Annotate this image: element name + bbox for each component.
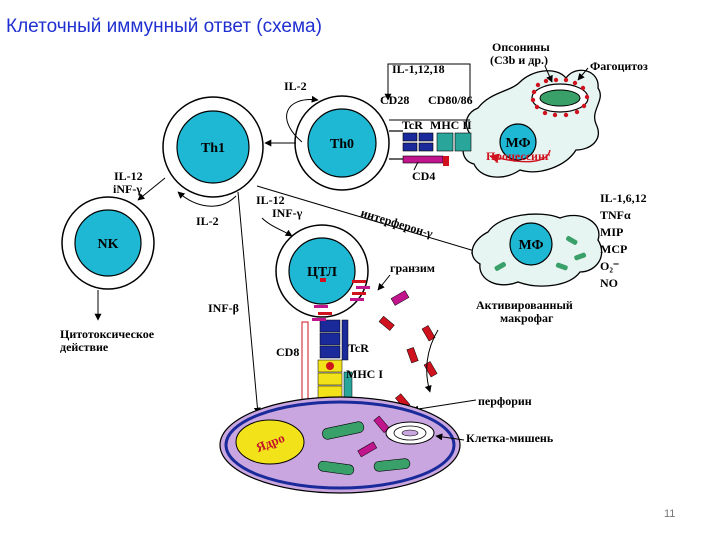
il-2-top-label: IL-2: [284, 79, 307, 93]
ctl-cell: ЦТЛ: [275, 224, 369, 318]
cytotoxic-label-2: действие: [60, 340, 109, 354]
il-1-6-12-label: IL-1,6,12: [600, 191, 647, 205]
mf-top-label: МФ: [505, 136, 530, 151]
processing-arrow: [489, 149, 551, 163]
mcp-label: MCP: [600, 242, 627, 256]
il-12-left-label: IL-12: [114, 169, 143, 183]
th1-cell: Th1: [162, 96, 264, 198]
macrophage-top-nucleus: [499, 123, 537, 161]
processing-label: Процессинг: [486, 149, 551, 163]
target-cell: Ядро: [219, 396, 461, 494]
cd80-86-label: CD80/86: [428, 93, 473, 107]
th1-label: Th1: [201, 141, 225, 156]
il-2-mid-arrow: [177, 191, 237, 207]
perforin-label: перфорин: [478, 394, 532, 408]
mip-label: MIP: [600, 225, 623, 239]
tcr-bottom-label: TcR: [348, 341, 369, 355]
nk-label: NK: [98, 237, 119, 252]
slide-number: 11: [664, 508, 676, 520]
inf-gamma-left-label: iNF-γ: [113, 182, 142, 196]
ctl-receptor-complex: [301, 319, 353, 409]
cd28-label: CD28: [380, 93, 409, 107]
activated-macrophage-label-1: Активированный: [476, 298, 573, 312]
slide-title: Клеточный иммунный ответ (схема): [6, 16, 322, 37]
interferon-label: интерферон-γ: [359, 205, 435, 240]
inf-gamma-mid-label: INF-γ: [272, 206, 303, 220]
perforin-arrow: [411, 399, 477, 413]
il-12-mid-label: IL-12: [256, 193, 285, 207]
granzyme-granules: [312, 280, 370, 321]
nk-cell: NK: [61, 196, 155, 290]
opsonins-label-2: (С3b и др.): [490, 53, 548, 67]
target-cell-label: Клетка-мишень: [466, 431, 554, 445]
macrophage-activated: МФ: [471, 213, 603, 287]
interferon-arrow: [256, 185, 479, 254]
tcr-top-label: TcR: [402, 118, 423, 132]
th0-label: Th0: [330, 137, 354, 152]
mhc-i-label: MHC I: [346, 367, 383, 381]
cytotoxic-label-1: Цитотоксическое: [60, 327, 155, 341]
granzyme-label: гранзим: [390, 261, 435, 275]
granule-flow-arrow: [424, 329, 439, 393]
bacterium: [539, 89, 581, 107]
th0-receptor-complex: [389, 119, 472, 166]
il-2-mid-label: IL-2: [196, 214, 219, 228]
opsonins-label-1: Опсонины: [492, 40, 550, 54]
ctl-label: ЦТЛ: [307, 265, 338, 280]
no-label: NO: [600, 276, 618, 290]
phagocytosis-arrow: [577, 67, 589, 81]
mf-activated-label: МФ: [518, 238, 543, 253]
cd4-label: CD4: [412, 169, 435, 183]
il-1-12-18-bracket: [387, 63, 471, 100]
inf-beta-label: INF-β: [208, 301, 239, 315]
th1-to-nk-arrow: [137, 177, 166, 201]
o2-label: O₂⁻: [600, 259, 619, 273]
il-1-12-18-label: IL-1,12,18: [392, 62, 445, 76]
opsonins-arrow: [544, 65, 553, 83]
activated-macrophage-label-2: макрофаг: [500, 311, 554, 325]
mhc-ii-label: MHC II: [430, 118, 472, 132]
cd8-label: CD8: [276, 345, 299, 359]
th1-to-target-arrow: [237, 191, 261, 415]
macrophage-top: МФ Процессинг: [462, 69, 601, 178]
phagocytosis-label: Фагоцитоз: [590, 59, 648, 73]
il-2-loop-arrow: [286, 95, 319, 143]
tnf-alpha-label: TNFα: [600, 208, 631, 222]
th0-cell: Th0: [294, 95, 390, 191]
